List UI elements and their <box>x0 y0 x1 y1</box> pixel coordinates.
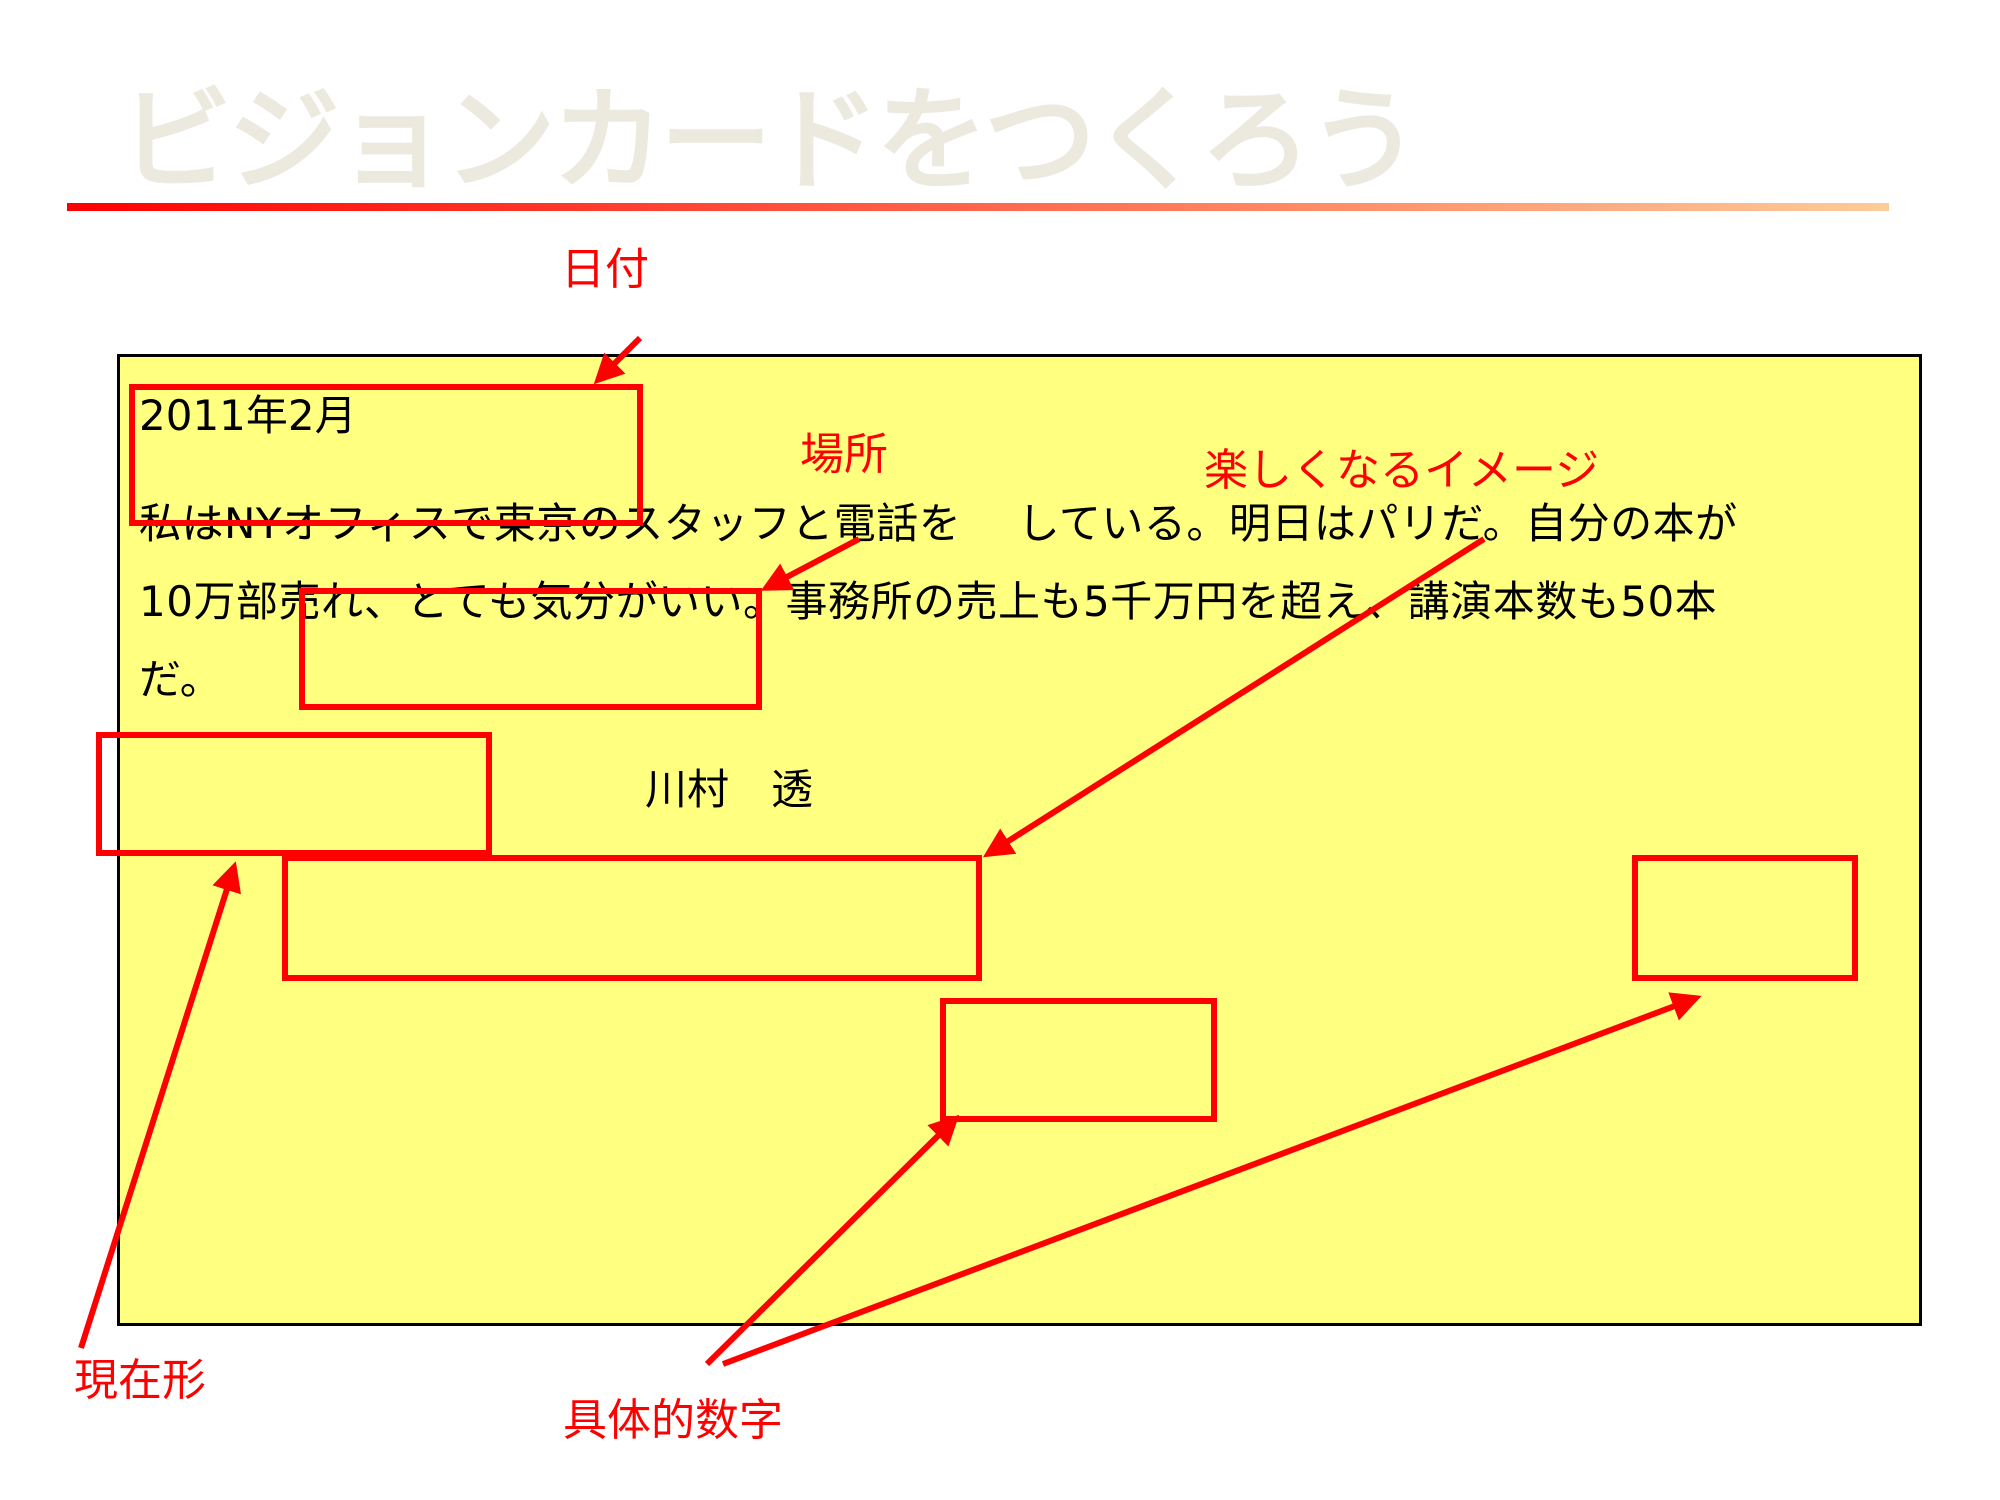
label-present-tense: 現在形 <box>74 1355 206 1406</box>
arrow-fun-image <box>982 536 1486 858</box>
title-underline-gradient-bar <box>67 203 1889 211</box>
label-place: 場所 <box>800 429 888 480</box>
card-line-3: だ。 <box>139 655 222 704</box>
highlight-box-place <box>299 588 762 710</box>
highlight-box-number-talks <box>1632 855 1858 981</box>
label-date: 日付 <box>561 244 649 295</box>
label-concrete-numbers: 具体的数字 <box>563 1395 783 1446</box>
vision-card <box>117 354 1922 1326</box>
arrow-date <box>593 335 643 385</box>
card-date: 2011年2月 <box>139 391 357 440</box>
slide-title: ビジョンカードをつくろう <box>120 76 1420 206</box>
arrow-present-tense <box>78 861 242 1349</box>
arrow-number-talks <box>721 992 1702 1367</box>
highlight-box-number-sales <box>940 998 1217 1122</box>
card-line-2: 10万部売れ、とても気分がいい。事務所の売上も5千万円を超え、講演本数も50本 <box>139 577 1718 626</box>
arrow-number-sales <box>704 1114 960 1367</box>
highlight-box-present-tense <box>96 732 492 856</box>
label-fun-image: 楽しくなるイメージ <box>1204 445 1600 496</box>
highlight-box-fun-image <box>282 855 982 981</box>
highlight-box-date <box>129 384 643 526</box>
arrow-place <box>760 536 861 591</box>
card-signature: 川村 透 <box>645 765 814 814</box>
